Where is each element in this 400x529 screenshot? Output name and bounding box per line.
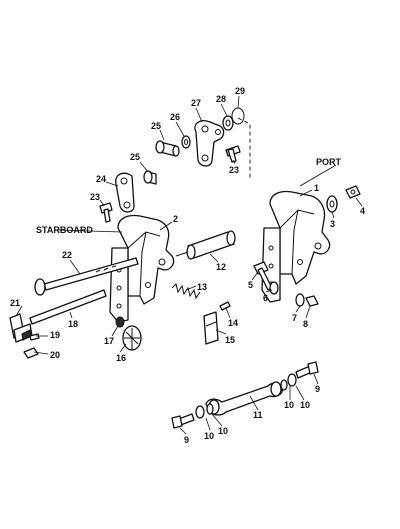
starboard-bracket-2 xyxy=(109,214,175,323)
callout-15: 15 xyxy=(225,335,235,345)
long-bolt-22 xyxy=(34,257,139,296)
clip-15 xyxy=(203,311,219,345)
washer-3 xyxy=(326,195,338,213)
cylinder-12 xyxy=(175,230,236,260)
shaft-18 xyxy=(29,289,107,325)
washer-6 xyxy=(269,281,279,295)
link-plate-27 xyxy=(194,120,225,167)
nut-17 xyxy=(115,316,125,328)
callout-5: 5 xyxy=(248,280,253,290)
pin-25-upper xyxy=(155,140,180,157)
callout-9-right: 9 xyxy=(315,384,320,394)
callout-7: 7 xyxy=(292,313,297,323)
washer-7 xyxy=(295,293,305,307)
callout-10-left-a: 10 xyxy=(204,431,214,441)
bolt-9-left xyxy=(171,413,195,429)
pin-25-lower xyxy=(143,170,157,185)
callout-16: 16 xyxy=(116,353,126,363)
callout-10-left-b: 10 xyxy=(218,426,228,436)
tie-rod-11 xyxy=(205,381,283,416)
callout-18: 18 xyxy=(68,319,78,329)
callout-9-left: 9 xyxy=(184,435,189,445)
callout-26: 26 xyxy=(170,112,180,122)
alignment-dashed-line xyxy=(237,117,251,178)
callout-28: 28 xyxy=(216,94,226,104)
callout-27: 27 xyxy=(191,98,201,108)
nut-4 xyxy=(345,185,361,199)
callout-4: 4 xyxy=(360,206,365,216)
callout-23-lower: 23 xyxy=(90,192,100,202)
callout-21: 21 xyxy=(10,298,20,308)
callout-25-upper: 25 xyxy=(151,121,161,131)
bolt-9-right xyxy=(295,361,319,379)
callout-20: 20 xyxy=(50,350,60,360)
callout-3: 3 xyxy=(330,219,335,229)
starboard-label: STARBOARD xyxy=(36,225,93,235)
callout-17: 17 xyxy=(104,336,114,346)
screw-19 xyxy=(29,333,40,341)
link-plate-24 xyxy=(115,172,135,213)
nut-8 xyxy=(305,295,319,307)
callout-12: 12 xyxy=(216,262,226,272)
nut-20 xyxy=(23,347,39,359)
callout-10-right-a: 10 xyxy=(284,400,294,410)
washer-10-right-b xyxy=(280,379,288,391)
callout-10-right-b: 10 xyxy=(300,400,310,410)
port-label: PORT xyxy=(316,157,342,167)
callout-22: 22 xyxy=(62,250,72,260)
callout-29: 29 xyxy=(235,86,245,96)
callout-13: 13 xyxy=(197,282,207,292)
callout-19: 19 xyxy=(50,330,60,340)
callout-14: 14 xyxy=(228,318,238,328)
callout-8: 8 xyxy=(303,319,308,329)
callout-11: 11 xyxy=(253,410,263,420)
washer-10-left-b xyxy=(206,403,214,415)
washer-10-left-a xyxy=(195,405,205,419)
callout-23-upper: 23 xyxy=(229,165,239,175)
washer-26 xyxy=(181,135,191,149)
callout-2: 2 xyxy=(173,214,178,224)
callout-6: 6 xyxy=(263,293,268,303)
screw-14 xyxy=(219,301,231,311)
spring-13 xyxy=(171,283,201,300)
lever-21 xyxy=(9,313,33,343)
callout-24: 24 xyxy=(96,174,106,184)
disc-16 xyxy=(122,325,142,351)
snap-ring-29 xyxy=(231,107,245,125)
washer-28 xyxy=(222,115,234,131)
pivot-bolt-23-lower xyxy=(99,202,113,223)
leader-lines xyxy=(15,95,363,435)
callout-1: 1 xyxy=(314,183,319,193)
washer-10-right-a xyxy=(287,373,297,387)
pivot-bolt-23-upper xyxy=(225,145,241,163)
callout-25-lower: 25 xyxy=(130,152,140,162)
